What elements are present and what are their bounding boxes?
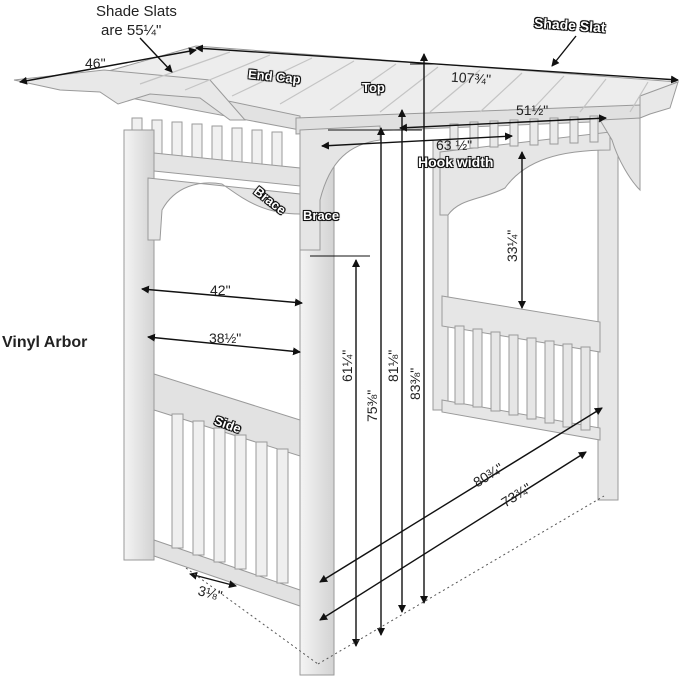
height-to-slats-value: 81⅛" bbox=[385, 349, 401, 382]
dim-outer-width bbox=[141, 285, 303, 307]
page-title: Vinyl Arbor bbox=[2, 334, 88, 351]
top-label: Top bbox=[362, 80, 385, 95]
opening-height-value: 61¼" bbox=[339, 349, 355, 382]
back-side-rail-bottom bbox=[441, 399, 601, 441]
end-cap-right bbox=[639, 81, 679, 119]
dim-base-length-outer bbox=[319, 407, 603, 583]
dim-inner-width bbox=[147, 333, 301, 356]
brace-right-label: Brace bbox=[303, 208, 340, 223]
shade-slats-label-line2: are 55¼" bbox=[101, 22, 162, 39]
shade-slat-leader bbox=[551, 35, 577, 67]
back-side-rail-top bbox=[441, 295, 601, 353]
overall-height-value: 83⅜" bbox=[407, 367, 423, 400]
back-brace bbox=[599, 117, 641, 192]
inner-top-width-value: 51½" bbox=[516, 102, 549, 118]
top-depth-value: 46" bbox=[85, 55, 106, 71]
inner-width-value: 38½" bbox=[209, 330, 242, 346]
dimension-lines bbox=[19, 35, 679, 647]
front-side-rail-top bbox=[153, 373, 301, 457]
left-arch-brace bbox=[147, 177, 301, 241]
shade-slats-label-line1: Shade Slats bbox=[96, 3, 177, 20]
dim-post-width bbox=[189, 571, 237, 589]
back-arch bbox=[439, 131, 611, 216]
outer-width-value: 42" bbox=[210, 282, 231, 298]
front-side-assembly bbox=[123, 117, 641, 676]
base-dotted-lines bbox=[185, 495, 605, 665]
back-side-assembly bbox=[432, 119, 619, 501]
dim-top-depth bbox=[19, 47, 197, 85]
hook-span-value: 63 ½" bbox=[436, 137, 473, 153]
dim-hook-span bbox=[321, 132, 513, 150]
back-right-post bbox=[597, 119, 619, 501]
hook-width-label: Hook width bbox=[418, 154, 494, 170]
dim-inner-top-width bbox=[399, 114, 607, 132]
dim-base-length-inner bbox=[319, 451, 587, 621]
top-length-value: 107¾" bbox=[450, 68, 492, 88]
shade-slats-leader bbox=[139, 37, 173, 73]
height-to-top-value: 75⅜" bbox=[364, 389, 380, 422]
arch-height-value: 33¼" bbox=[504, 229, 520, 262]
top-assembly bbox=[13, 45, 680, 187]
front-side-pickets bbox=[171, 413, 289, 584]
